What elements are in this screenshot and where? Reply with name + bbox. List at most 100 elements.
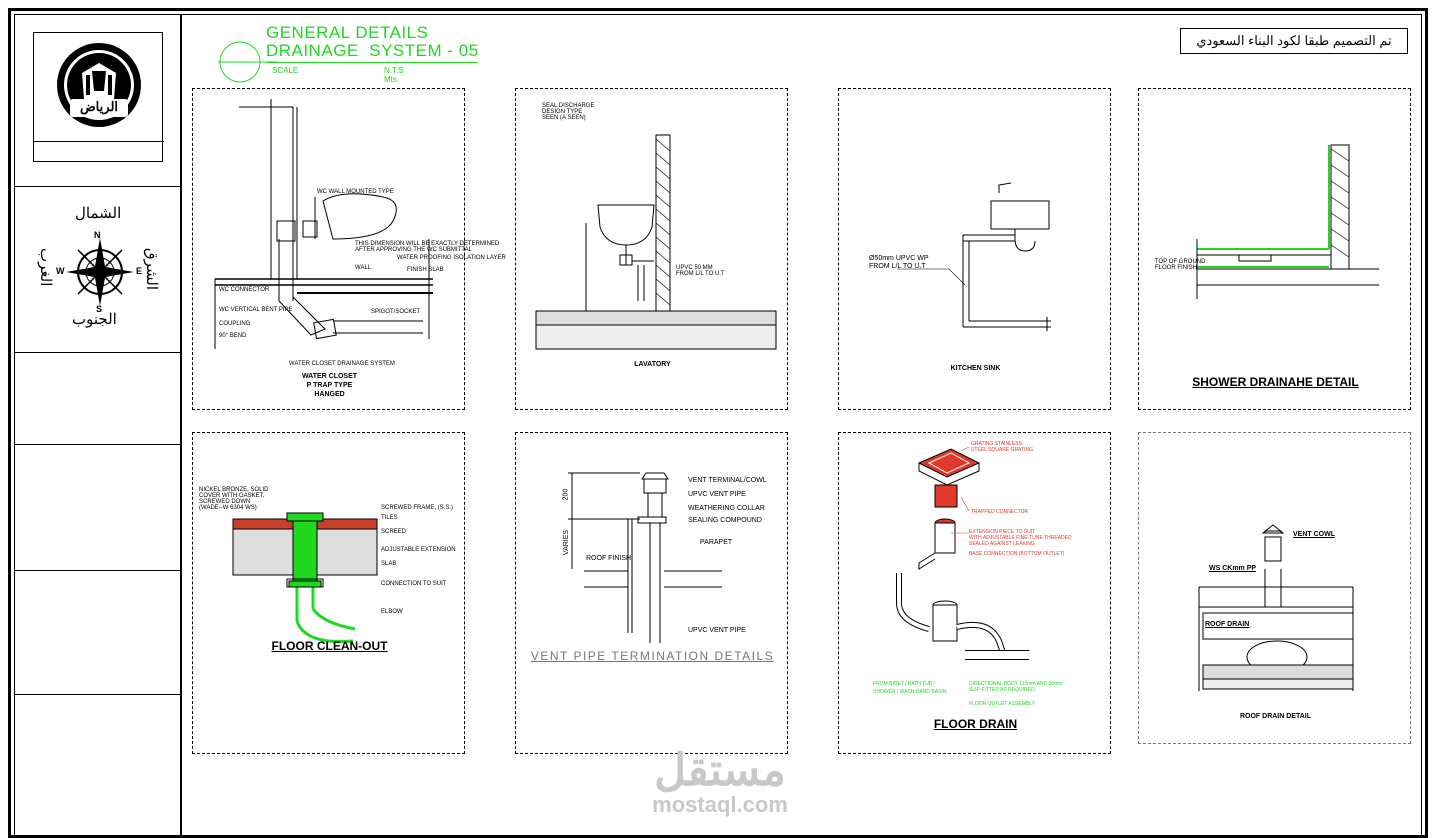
lav-label-4: UPVC 50 MM [676,265,713,271]
compass-n: N [94,230,101,240]
kitchen-sink-drawing [897,182,1051,331]
compass-east-label: الشرق [143,248,160,291]
ks-caption: KITCHEN SINK [950,365,1001,372]
panel-floor-drain: GRATING STAINLESS STEEL SQUARE GRATING T… [838,432,1111,754]
floor-drain-drawing [896,446,1029,660]
fc-label-11: ELBOW [381,609,403,615]
sidebar-logo-row [14,14,180,187]
panel-vent-pipe: 200 VARIES VENT TERMINAL/COWL UPVC VENT … [515,432,788,754]
vp-caption: VENT PIPE TERMINATION DETAILS [530,649,775,663]
water-closet-drawing [214,99,433,349]
roof-drain-drawing [1198,524,1354,691]
sh-label-1: TOP OF GROUND [1155,259,1206,265]
fd-caption: FLOOR DRAIN [933,717,1018,731]
logo-box: الرياض [33,32,164,162]
title-underline [266,62,478,63]
sheet-title-line2: DRAINAGE SYSTEM - 05 [266,41,479,60]
fc-label-10: CONNECTION TO SUIT [381,581,447,587]
sidebar-row-4 [14,444,180,571]
fd-green-3: DIRECTIONAL BODY 110mm AND 50mm [969,681,1063,687]
fd-red-5: WITH ADJUSTABLE FINE-TUNE THREADED [969,535,1072,541]
sh-caption: SHOWER DRAINAHE DETAIL [1192,375,1359,389]
watermark-arabic: مستقل [654,746,786,795]
vp-label-4: SEALING COMPOUND [688,517,762,524]
vp-label-5: PARAPET [700,539,733,546]
wc-label-7: WC CONNECTOR [219,287,270,293]
compass-rose-icon [66,238,134,306]
wc-label-9: COUPLING [219,321,251,327]
scale-label: SCALE [272,66,299,75]
panel-roof-drain: VENT COWL WS CKmm PP ROOF DRAIN ROOF DRA… [1138,432,1411,744]
wc-label-11: SPIGOT/SOCKET [371,309,421,315]
wc-label-5: WATER PROOFING ISOLATION LAYER [397,255,506,261]
fd-green-4: SLIP-FITTED AS REQUIRED [969,687,1035,693]
panel-shower: TOP OF GROUND FLOOR FINISH SHOWER DRAINA… [1138,88,1411,410]
panel-water-closet: WC WALL MOUNTED TYPE THIS DIMENSION WILL… [192,88,506,410]
vp-label-6: ROOF FINISH [586,555,632,562]
fd-red-6: SEALED AGAINST LEAKING [969,541,1035,547]
riyadh-logo [34,43,164,142]
panel-kitchen-sink: Ø50mm UPVC WP FROM L/L TO U.T KITCHEN SI… [838,88,1111,410]
vent-pipe-drawing [568,472,722,643]
wc-caption-small: WATER CLOSET DRAINAGE SYSTEM [289,361,395,367]
compass-w: W [56,266,65,276]
wc-label-4: WALL [355,265,372,271]
sidebar-row-5 [14,570,180,695]
lav-caption: LAVATORY [634,361,671,368]
wc-caption-2: P TRAP TYPE [306,382,353,389]
sh-label-2: FLOOR FINISH [1155,265,1198,271]
fd-red-4: EXTENSION PIECE TO SUIT [969,529,1036,535]
wc-label-6: FINISH SLAB [407,267,444,273]
vp-dim-side: VARIES [563,529,571,556]
lavatory-drawing [535,134,777,350]
floor-cleanout-drawing [232,512,378,644]
fc-label-4: (WADE--W 6304 WS) [199,505,257,511]
lav-label-5: FROM L/L TO U.T [676,271,725,277]
drawing-frame-outer [8,8,1428,838]
panel-lavatory: SEAL DISCHARGE DESIGN TYPE SEEN (A SEEN)… [515,88,788,410]
compass-west-label: الغرب [37,248,54,287]
shower-drawing [1196,144,1379,299]
vp-label-7: UPVC VENT PIPE [688,627,746,634]
lav-label-1: SEAL DISCHARGE [542,103,595,109]
wc-label-8: WC VERTICAL BENT PIPE [219,307,293,313]
panel-floor-cleanout: NICKEL BRONZE, SOLID COVER WITH GASKET, … [192,432,465,754]
fc-caption: FLOOR CLEAN-OUT [271,639,388,653]
wc-label-2: THIS DIMENSION WILL BE EXACTLY DETERMINE… [355,241,500,247]
title-sidebar [14,14,182,838]
wc-label-3: AFTER APPROVING THE WC SUBMITTAL [355,247,472,253]
watermark-latin: mostaql.com [652,792,788,817]
rd-label-3: ROOF DRAIN [1205,621,1250,628]
rd-caption: ROOF DRAIN DETAIL [1239,713,1312,720]
logo-text: الرياض [79,99,119,114]
wc-caption-3: HANGED [314,391,345,398]
lav-label-3: SEEN (A SEEN) [542,115,586,121]
vp-dim-top: 200 [562,488,570,501]
vp-label-1: VENT TERMINAL/COWL [688,477,767,484]
fd-red-2: STEEL SQUARE GRATING [971,447,1033,453]
wc-label-1: WC WALL MOUNTED TYPE [317,189,394,195]
ks-label-1: Ø50mm UPVC WP [869,255,929,262]
scale-value: N.T.S Mts. [384,66,404,84]
wc-label-10: 90° BEND [219,333,247,339]
fd-green-2: SHOWER / WASH HAND BASIN [873,689,947,695]
lav-label-2: DESIGN TYPE [542,109,583,115]
compass-e: E [136,266,143,276]
compass-south-label: الجنوب [72,311,117,328]
fc-label-9: SLAB [381,561,397,567]
ks-label-2: FROM L/L TO U.T [869,263,926,270]
fd-green-1: FROM BIDET / BATH TUB / [873,681,935,687]
mostaql-watermark: مستقل mostaql.com [620,748,820,816]
fc-label-8: ADJUSTABLE EXTENSION [381,547,456,553]
fc-label-6: TILES [381,515,398,521]
fd-red-1: GRATING STAINLESS [971,441,1022,447]
rd-label-1: VENT COWL [1293,531,1335,538]
building-code-note: تم التصميم طبقا لكود البناء السعودي [1180,28,1408,54]
fd-red-7: BASE CONNECTION (BOTTOM OUTLET) [969,551,1065,557]
compass-s: S [96,304,103,314]
vp-label-2: UPVC VENT PIPE [688,491,746,498]
sidebar-row-3 [14,352,180,445]
fc-label-7: SCREED [381,529,407,535]
fc-label-1: NICKEL BRONZE, SOLID [199,487,269,493]
fd-red-3: TRAPPED CONNECTOR [971,509,1029,515]
